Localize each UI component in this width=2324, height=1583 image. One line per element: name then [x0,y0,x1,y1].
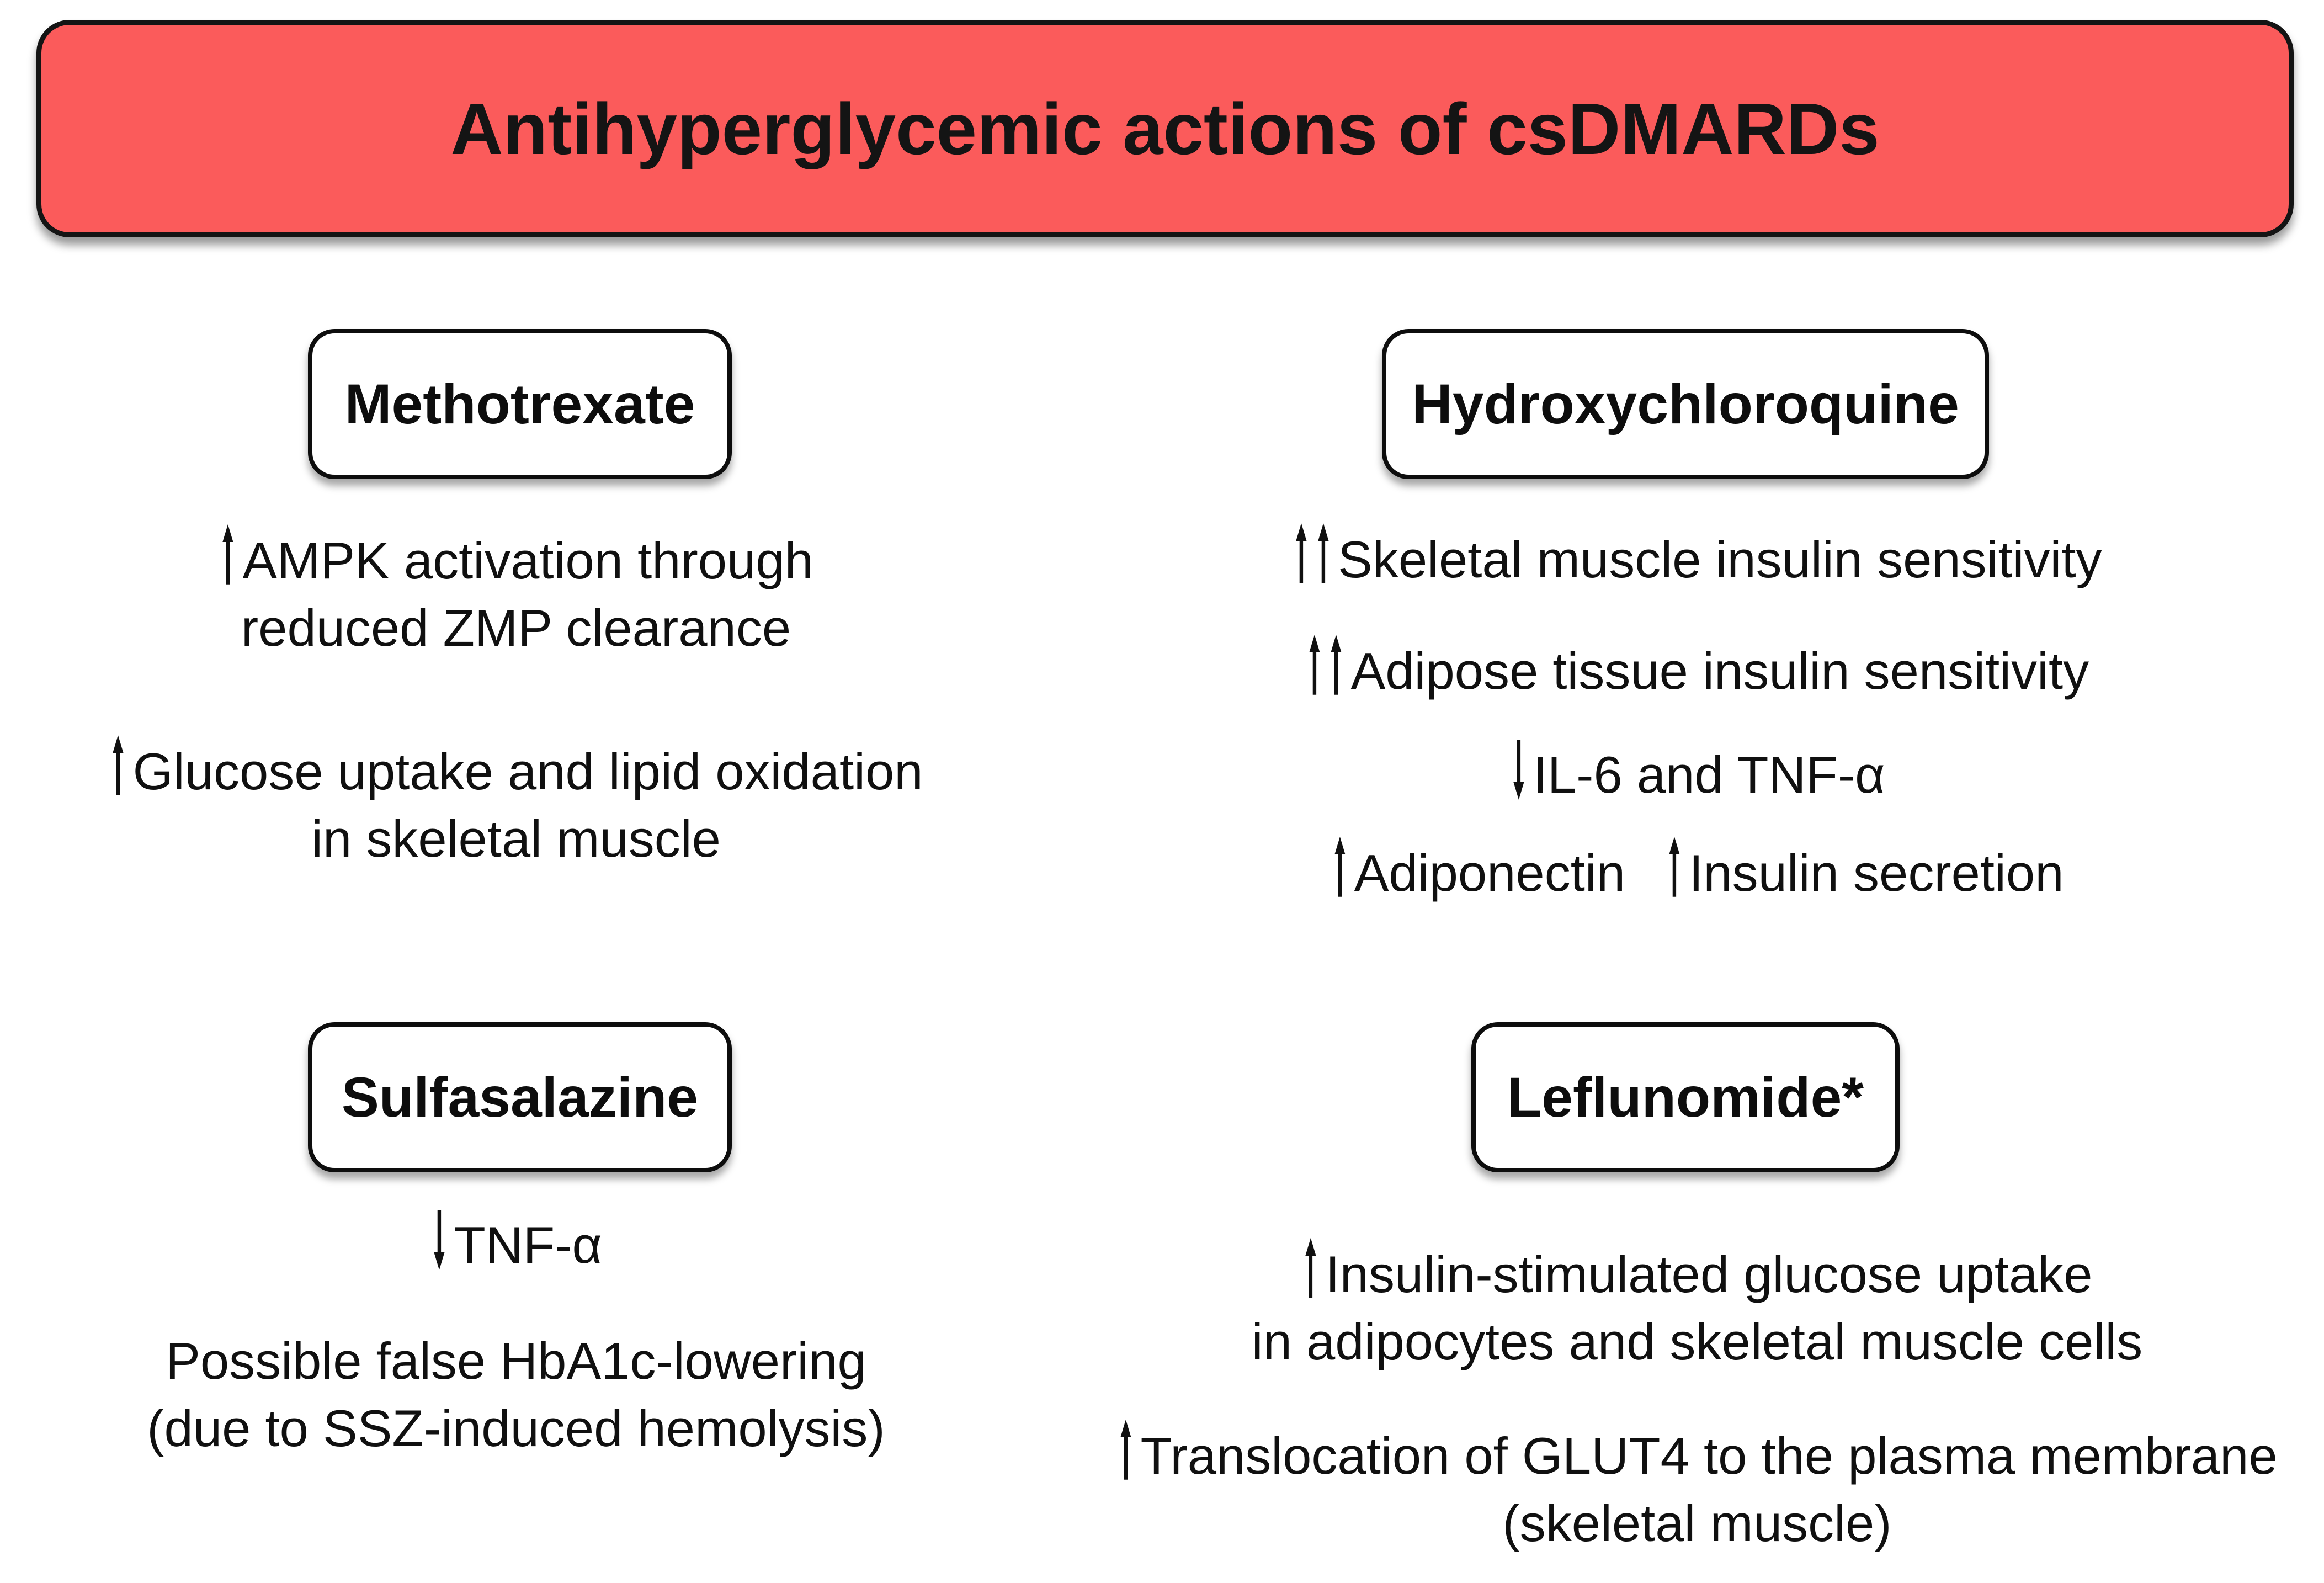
effect-text: Skeletal muscle insulin sensitivity [1338,530,2102,588]
drug-label-sulfasalazine: Sulfasalazine [341,1065,699,1129]
up-arrow-icon [1296,523,1307,583]
effect-text: IL-6 and TNF-α [1533,745,1885,804]
drug-label-hydroxychloroquine: Hydroxychloroquine [1412,372,1959,435]
drug-box-leflunomide: Leflunomide* [1471,1022,1900,1172]
double-up-arrow-icon [1292,523,1338,588]
up-arrow-icon [1318,523,1329,583]
effect-text: Insulin secretion [1689,843,2064,902]
up-arrow-icon [1309,635,1320,695]
effect-line: Skeletal muscle insulin sensitivity [1076,523,2318,593]
effect-text: Translocation of GLUT4 to the plasma mem… [1140,1426,2278,1485]
up-arrow-icon [1334,837,1346,897]
effect-text: (due to SSZ-induced hemolysis) [147,1399,885,1458]
effect-line: (due to SSZ-induced hemolysis) [19,1395,1013,1462]
hcq-effect-adiponectin-insulin: Adiponectin Insulin secretion [1076,837,2318,907]
effect-text: Adipose tissue insulin sensitivity [1350,641,2089,700]
lef-effect-glut4: Translocation of GLUT4 to the plasma mem… [1076,1420,2318,1557]
up-arrow-icon [222,524,233,585]
effect-text: in adipocytes and skeletal muscle cells [1251,1312,2143,1370]
down-arrow-icon [1513,740,1524,800]
hcq-effect-il6: IL-6 and TNF-α [1076,739,2318,809]
effect-text: Possible false HbA1c-lowering [166,1332,866,1390]
hcq-effect-skeletal: Skeletal muscle insulin sensitivity [1076,523,2318,593]
effect-text: reduced ZMP clearance [241,598,791,657]
effect-line: Possible false HbA1c-lowering [19,1327,1013,1395]
effect-text: AMPK activation through [242,531,813,589]
title-banner: Antihyperglycemic actions of csDMARDs [36,20,2294,237]
ssz-effect-hba1c: Possible false HbA1c-lowering (due to SS… [19,1327,1013,1462]
effect-line: (skeletal muscle) [1076,1490,2318,1557]
up-arrow-icon [113,735,124,795]
up-arrow-icon [1305,1238,1316,1298]
effect-line: in adipocytes and skeletal muscle cells [1076,1308,2318,1375]
effect-text: Insulin-stimulated glucose uptake [1325,1245,2093,1303]
drug-label-leflunomide: Leflunomide* [1507,1065,1864,1129]
effect-line: Glucose uptake and lipid oxidation [19,735,1013,805]
up-arrow-icon [1331,635,1342,695]
drug-box-methotrexate: Methotrexate [308,329,732,479]
effect-text: TNF-α [454,1215,602,1274]
effect-text: Adiponectin [1354,843,1625,902]
methotrexate-effect-glucose: Glucose uptake and lipid oxidation in sk… [19,735,1013,873]
effect-line: Adiponectin Insulin secretion [1076,837,2318,907]
effect-line: Adipose tissue insulin sensitivity [1076,635,2318,705]
effect-text: Glucose uptake and lipid oxidation [132,742,923,800]
up-arrow-icon [1120,1420,1131,1480]
effect-line: IL-6 and TNF-α [1076,739,2318,809]
drug-box-hydroxychloroquine: Hydroxychloroquine [1382,329,1989,479]
up-arrow-icon [1669,837,1680,897]
ssz-effect-tnf: TNF-α [19,1209,1013,1279]
effect-line: in skeletal muscle [19,805,1013,873]
effect-text: (skeletal muscle) [1502,1494,1892,1552]
page-title: Antihyperglycemic actions of csDMARDs [450,88,1880,169]
drug-box-sulfasalazine: Sulfasalazine [308,1022,732,1172]
effect-line: AMPK activation through [19,524,1013,594]
effect-line: Translocation of GLUT4 to the plasma mem… [1076,1420,2318,1490]
double-up-arrow-icon [1305,635,1351,700]
effect-line: TNF-α [19,1209,1013,1279]
down-arrow-icon [434,1210,445,1270]
effect-line: Insulin-stimulated glucose uptake [1076,1238,2318,1308]
lef-effect-insulin-stimulated: Insulin-stimulated glucose uptake in adi… [1076,1238,2318,1375]
hcq-effect-adipose: Adipose tissue insulin sensitivity [1076,635,2318,705]
effect-text: in skeletal muscle [311,809,721,868]
drug-label-methotrexate: Methotrexate [344,372,695,435]
effect-line: reduced ZMP clearance [19,594,1013,662]
methotrexate-effect-ampk: AMPK activation through reduced ZMP clea… [19,524,1013,662]
